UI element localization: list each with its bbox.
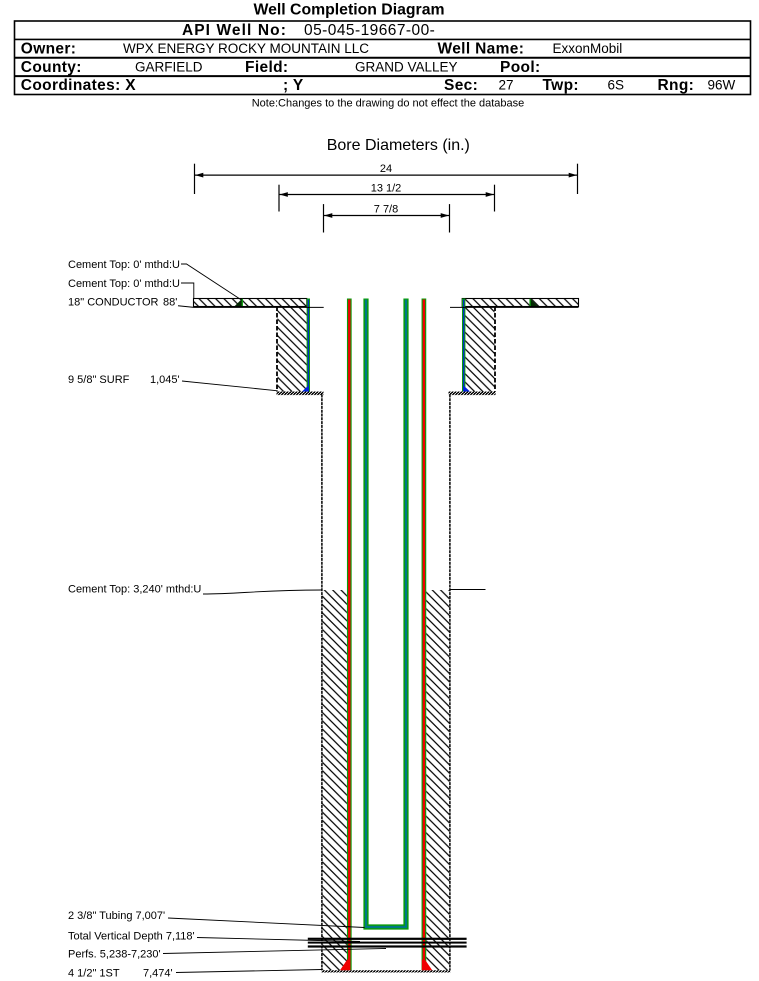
- svg-text:7 7/8: 7 7/8: [374, 204, 398, 216]
- svg-text:Perfs. 5,238-7,230': Perfs. 5,238-7,230': [68, 949, 161, 961]
- svg-text:96W: 96W: [708, 78, 736, 93]
- svg-text:Well Completion Diagram: Well Completion Diagram: [253, 2, 444, 19]
- svg-text:WPX ENERGY ROCKY MOUNTAIN LLC: WPX ENERGY ROCKY MOUNTAIN LLC: [123, 41, 369, 56]
- svg-text:Owner:: Owner:: [21, 41, 77, 58]
- svg-text:Bore Diameters (in.): Bore Diameters (in.): [327, 137, 470, 154]
- svg-text:Note:Changes to the drawing do: Note:Changes to the drawing do not effec…: [252, 98, 525, 110]
- svg-text:88': 88': [163, 297, 177, 309]
- svg-text:Twp:: Twp:: [543, 77, 579, 94]
- svg-text:Total Vertical Depth 7,118': Total Vertical Depth 7,118': [68, 931, 195, 943]
- svg-text:05-045-19667-00-: 05-045-19667-00-: [304, 22, 435, 39]
- svg-text:Rng:: Rng:: [658, 77, 695, 94]
- svg-text:Cement Top: 3,240' mthd:U: Cement Top: 3,240' mthd:U: [68, 584, 201, 596]
- svg-text:7,474': 7,474': [143, 968, 173, 980]
- svg-text:1,045': 1,045': [150, 374, 180, 386]
- svg-text:GARFIELD: GARFIELD: [135, 59, 203, 74]
- svg-text:GRAND VALLEY: GRAND VALLEY: [355, 59, 458, 74]
- svg-text:API Well No:: API Well No:: [182, 22, 287, 39]
- svg-text:9 5/8" SURF: 9 5/8" SURF: [68, 374, 130, 386]
- svg-text:2 3/8" Tubing 7,007': 2 3/8" Tubing 7,007': [68, 910, 165, 922]
- svg-text:27: 27: [499, 78, 514, 93]
- svg-text:Pool:: Pool:: [500, 59, 541, 76]
- svg-text:24: 24: [380, 163, 392, 175]
- svg-text:Field:: Field:: [245, 59, 288, 76]
- svg-text:Sec:: Sec:: [444, 77, 478, 94]
- svg-text:18" CONDUCTOR: 18" CONDUCTOR: [68, 297, 159, 309]
- svg-text:ExxonMobil: ExxonMobil: [553, 41, 623, 56]
- svg-text:4 1/2" 1ST: 4 1/2" 1ST: [68, 968, 120, 980]
- svg-text:; Y: ; Y: [283, 77, 304, 94]
- svg-text:13 1/2: 13 1/2: [371, 183, 402, 195]
- svg-text:Coordinates: X: Coordinates: X: [21, 77, 136, 94]
- svg-text:County:: County:: [21, 59, 82, 76]
- svg-text:Cement Top: 0' mthd:U: Cement Top: 0' mthd:U: [68, 259, 180, 271]
- svg-text:Cement Top: 0' mthd:U: Cement Top: 0' mthd:U: [68, 278, 180, 290]
- svg-text:Well Name:: Well Name:: [438, 41, 525, 58]
- svg-text:6S: 6S: [608, 78, 625, 93]
